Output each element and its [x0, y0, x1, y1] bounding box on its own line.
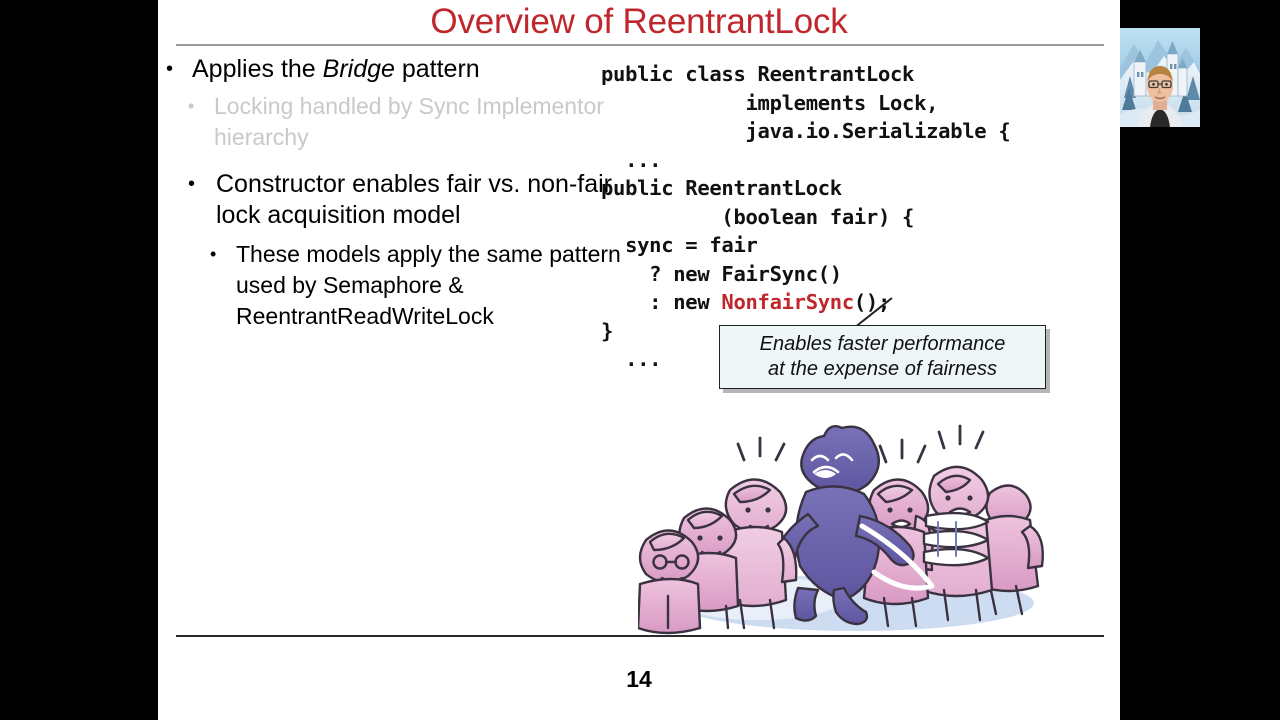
list-item-text-before: Applies the	[192, 55, 323, 83]
bullet-marker: •	[210, 244, 217, 264]
code-line: implements Lock,	[601, 89, 1010, 118]
callout-line-2: at the expense of fairness	[767, 358, 998, 380]
list-item-label: Applies the Bridge pattern	[192, 54, 628, 85]
slide-canvas: Overview of ReentrantLock • Applies the …	[158, 0, 1120, 720]
bullet-marker: •	[188, 173, 196, 195]
bullet-list: • Applies the Bridge pattern • Locking h…	[158, 52, 628, 332]
code-token: ...	[601, 347, 662, 371]
code-line: public class ReentrantLock	[601, 60, 1010, 89]
code-token: public ReentrantLock	[601, 176, 842, 200]
code-block: public class ReentrantLock implements Lo…	[601, 60, 1011, 374]
list-item-label: Constructor enables fair vs. non-fair lo…	[216, 170, 613, 229]
code-line: (boolean fair) {	[601, 203, 1010, 232]
bullet-marker: •	[188, 96, 195, 116]
code-token: public class ReentrantLock	[601, 62, 915, 86]
code-line: java.io.Serializable {	[601, 117, 1011, 146]
code-token: }	[601, 318, 614, 343]
code-token: ? new FairSync()	[601, 261, 842, 286]
code-line: ...	[601, 345, 1010, 374]
code-token: sync = fair	[601, 233, 758, 257]
list-item-label: These models apply the same pattern used…	[236, 241, 621, 329]
list-item: • Locking handled by Sync Implementor hi…	[158, 91, 628, 153]
page-number: 14	[626, 666, 652, 692]
code-token: (boolean fair) {	[601, 204, 915, 229]
line-cutting-cartoon-icon	[638, 424, 1044, 635]
code-token: java.io.Serializable {	[601, 119, 1011, 143]
callout-box: Enables faster performance at the expens…	[719, 325, 1046, 389]
callout-text: Enables faster performance at the expens…	[720, 326, 1045, 388]
list-item-label: Locking handled by Sync Implementor hier…	[214, 93, 604, 150]
code-line: public ReentrantLock	[601, 174, 1010, 203]
webcam-video-icon	[1120, 28, 1200, 127]
list-item-emphasis: Bridge	[322, 55, 395, 83]
presenter-webcam[interactable]	[1120, 28, 1200, 127]
callout-leader-line	[853, 297, 893, 329]
page-title: Overview of ReentrantLock	[430, 2, 848, 41]
list-item: • Constructor enables fair vs. non-fair …	[158, 169, 628, 231]
list-item-text-after: pattern	[394, 55, 480, 83]
bullet-marker: •	[166, 58, 174, 80]
code-line: : new NonfairSync();	[601, 288, 1010, 317]
title-divider	[176, 44, 1104, 46]
code-line: sync = fair	[601, 231, 1010, 260]
code-token-highlight: NonfairSync	[721, 290, 854, 314]
footer-divider	[176, 635, 1104, 637]
code-line: ...	[601, 146, 1010, 175]
list-item: • Applies the Bridge pattern	[158, 54, 628, 85]
code-token: implements Lock,	[601, 90, 939, 115]
code-line: }	[601, 317, 1010, 346]
list-item: • These models apply the same pattern us…	[158, 239, 628, 332]
callout-line-1: Enables faster performance	[759, 333, 1006, 355]
code-line: ? new FairSync()	[601, 260, 1010, 289]
code-token: ();	[853, 290, 891, 314]
code-token: : new	[601, 290, 722, 314]
code-token: ...	[601, 147, 662, 172]
